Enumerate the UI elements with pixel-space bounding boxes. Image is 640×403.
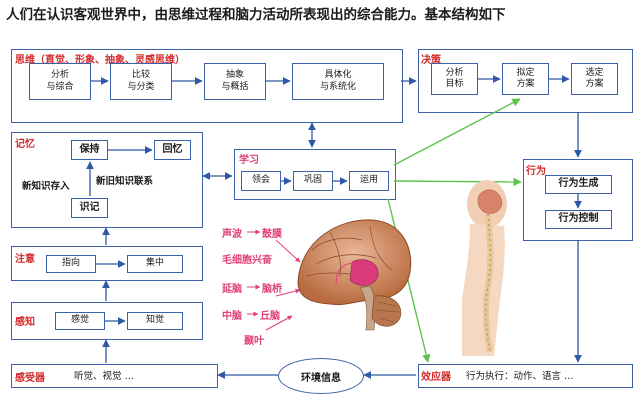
- human-body-illustration: [462, 180, 507, 356]
- behavior-control-box: 行为控制: [545, 210, 612, 229]
- receptor-label: 感受器: [15, 373, 45, 384]
- abstract-generalize-box: 抽象 与概括: [204, 63, 266, 100]
- sensation-box: 感觉: [55, 312, 105, 330]
- receptor-text: 听觉、视觉 …: [74, 371, 135, 382]
- effector-panel: [418, 364, 633, 388]
- keep-box: 保持: [71, 140, 108, 160]
- behavior-generate-box: 行为生成: [545, 175, 612, 194]
- brain-term-medulla: 延脑: [222, 284, 242, 295]
- environment-info-oval: 环境信息: [278, 358, 364, 394]
- apply-box: 运用: [349, 171, 389, 191]
- brain-term-midbrain: 中脑: [222, 311, 242, 322]
- consolidate-box: 巩固: [293, 171, 333, 191]
- effector-label: 效应器: [421, 372, 451, 383]
- receptor-panel: [11, 364, 218, 388]
- brain-term-pons: 脑桥: [262, 284, 282, 295]
- choose-plan-box: 选定 方案: [571, 63, 618, 95]
- brain-term-thalamus: 丘脑: [260, 311, 280, 322]
- effector-text: 行为执行：动作、语言 …: [466, 371, 574, 382]
- decision-label: 决策: [421, 55, 441, 66]
- thinking-label: 思维（直觉、形象、抽象、灵感思维）: [15, 55, 185, 66]
- direct-box: 指向: [46, 255, 96, 273]
- compare-classify-box: 比较 与分类: [110, 63, 172, 100]
- brain-term-hair-cell: 毛细胞兴奋: [222, 255, 272, 266]
- analysis-synthesis-box: 分析 与综合: [29, 63, 91, 100]
- recall-box: 回忆: [154, 140, 191, 160]
- learning-label: 学习: [239, 155, 259, 166]
- brain-term-eardrum: 鼓膜: [262, 229, 282, 240]
- brain-term-temporal-lobe: 颞叶: [244, 336, 264, 347]
- analyze-goal-box: 分析 目标: [431, 63, 478, 95]
- memory-label: 记忆: [15, 139, 35, 150]
- behavior-label: 行为: [526, 166, 546, 177]
- comprehend-box: 领会: [241, 171, 281, 191]
- attention-label: 注意: [15, 254, 35, 265]
- page-title: 人们在认识客观世界中，由思维过程和脑力活动所表现出的综合能力。基本结构如下: [6, 7, 506, 23]
- brain-term-sound-wave: 声波: [222, 229, 242, 240]
- focus-box: 集中: [127, 255, 183, 273]
- encode-box: 识记: [71, 198, 108, 218]
- concretize-systematize-box: 具体化 与系统化: [292, 63, 384, 100]
- new-knowledge-text: 新知识存入: [22, 181, 70, 192]
- perception-box: 知觉: [127, 312, 183, 330]
- brain-illustration: [297, 219, 412, 331]
- link-knowledge-text: 新旧知识联系: [96, 176, 154, 187]
- perception-label: 感知: [15, 317, 35, 328]
- draft-plan-box: 拟定 方案: [502, 63, 549, 95]
